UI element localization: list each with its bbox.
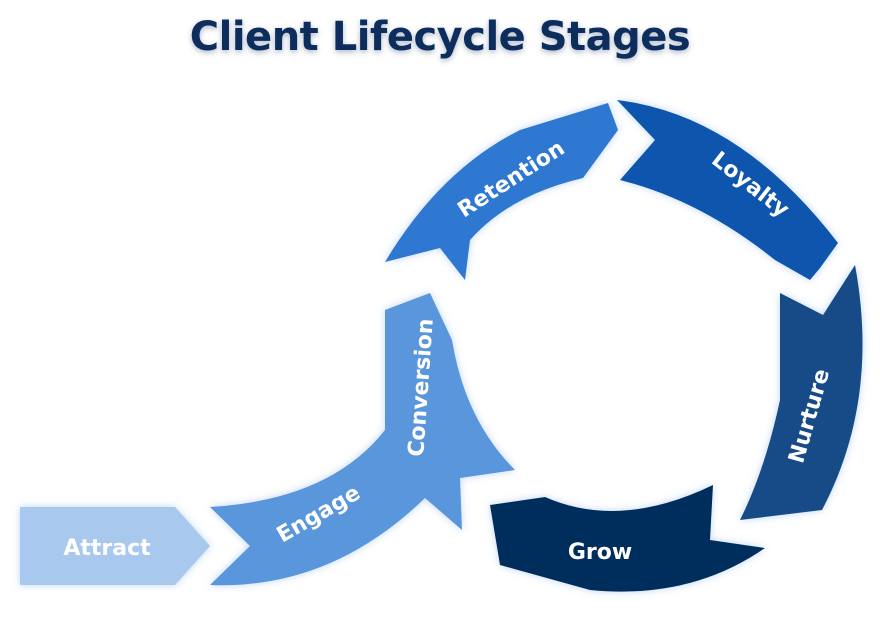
grow-shape (490, 485, 765, 592)
stage-nurture: Nurture (740, 265, 863, 520)
engage-conversion-shape (210, 293, 515, 586)
attract-label: Attract (63, 536, 151, 561)
stage-grow: Grow (490, 485, 765, 592)
stage-engage-conversion: Engage Conversion (210, 293, 515, 586)
grow-label: Grow (568, 540, 632, 565)
diagram-title: Client Lifecycle Stages (189, 14, 691, 60)
retention-shape (385, 103, 618, 280)
loyalty-shape (617, 100, 838, 280)
nurture-shape (740, 265, 863, 520)
stage-attract: Attract (20, 507, 210, 585)
stage-retention: Retention (385, 103, 618, 280)
stage-loyalty: Loyalty (617, 100, 838, 280)
attract-shape (20, 507, 210, 585)
